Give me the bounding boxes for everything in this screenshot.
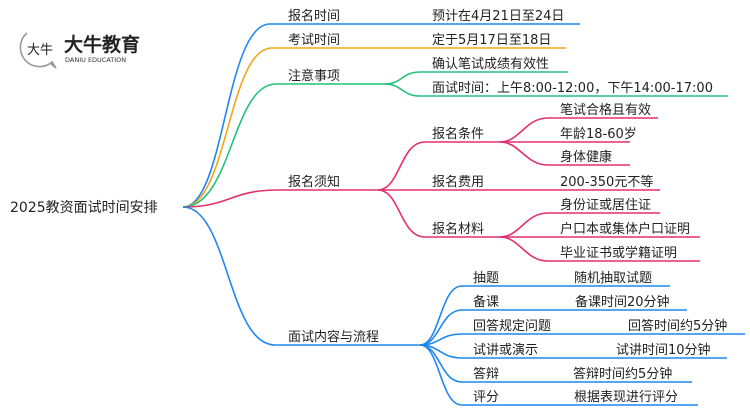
node-step: 试讲或演示 (473, 342, 538, 358)
node-step-value: 试讲时间10分钟 (616, 342, 711, 358)
node-step-value: 回答时间约5分钟 (628, 318, 727, 334)
connector-signup-info (182, 189, 378, 208)
logo-subtext: DANIU EDUCATION (65, 56, 126, 64)
node-step: 抽题 (473, 271, 499, 286)
root-node: 2025教资面试时间安排 (10, 200, 158, 216)
node-note-item: 确认笔试成绩有效性 (432, 56, 549, 72)
node-note-item: 面试时间：上午8:00-12:00，下午14:00-17:00 (432, 81, 713, 96)
connector-cond-3 (499, 141, 630, 166)
connector-materials (377, 189, 500, 238)
connector-exam-time (182, 47, 566, 208)
logo: 大牛 大牛教育 DANIU EDUCATION (19, 26, 140, 69)
connector-step-6 (419, 344, 698, 406)
connector-step-1 (419, 285, 670, 346)
node-fee-value: 200-350元不等 (560, 174, 653, 190)
node-exam-time-value: 定于5月17日至18日 (432, 33, 551, 48)
node-step-value: 随机抽取试题 (574, 271, 652, 286)
connector-conditions (377, 141, 500, 191)
node-signup-time-value: 预计在4月21日至24日 (432, 9, 564, 24)
logo-red-cap (32, 26, 60, 33)
node-step-value: 备课时间20分钟 (575, 294, 670, 310)
node-materials: 报名材料 (432, 221, 484, 237)
node-process: 面试内容与流程 (288, 329, 379, 345)
logo-mark: 大牛 (27, 43, 53, 58)
node-fee: 报名费用 (432, 174, 484, 190)
connector-notes (182, 83, 385, 208)
node-signup-info: 报名须知 (288, 174, 340, 190)
node-signup-time: 报名时间 (288, 8, 340, 24)
node-conditions: 报名条件 (432, 126, 484, 142)
node-step: 回答规定问题 (473, 318, 551, 334)
node-material-item: 身份证或居住证 (560, 197, 651, 213)
connector-signup-time (182, 23, 580, 208)
node-step: 备课 (473, 294, 499, 310)
logo-bubble (19, 32, 57, 69)
node-notes: 注意事项 (288, 68, 340, 84)
logo-text: 大牛教育 (64, 33, 140, 56)
connector-cond-1 (499, 117, 658, 143)
connector-mat-3 (499, 236, 700, 262)
node-exam-time: 考试时间 (288, 33, 340, 48)
node-condition-item: 笔试合格且有效 (560, 102, 651, 118)
node-step: 答辩 (473, 366, 499, 382)
connector-note-2 (384, 83, 728, 97)
connector-process (182, 206, 420, 346)
node-condition-item: 年龄18-60岁 (560, 127, 637, 142)
node-condition-item: 身体健康 (560, 149, 612, 165)
node-step-value: 根据表现进行评分 (574, 390, 678, 405)
node-step-value: 答辩时间约5分钟 (573, 366, 672, 382)
node-step: 评分 (473, 390, 499, 405)
node-material-item: 毕业证书或学籍证明 (560, 245, 677, 261)
node-material-item: 户口本或集体户口证明 (560, 221, 690, 237)
connector-mat-1 (499, 212, 660, 238)
